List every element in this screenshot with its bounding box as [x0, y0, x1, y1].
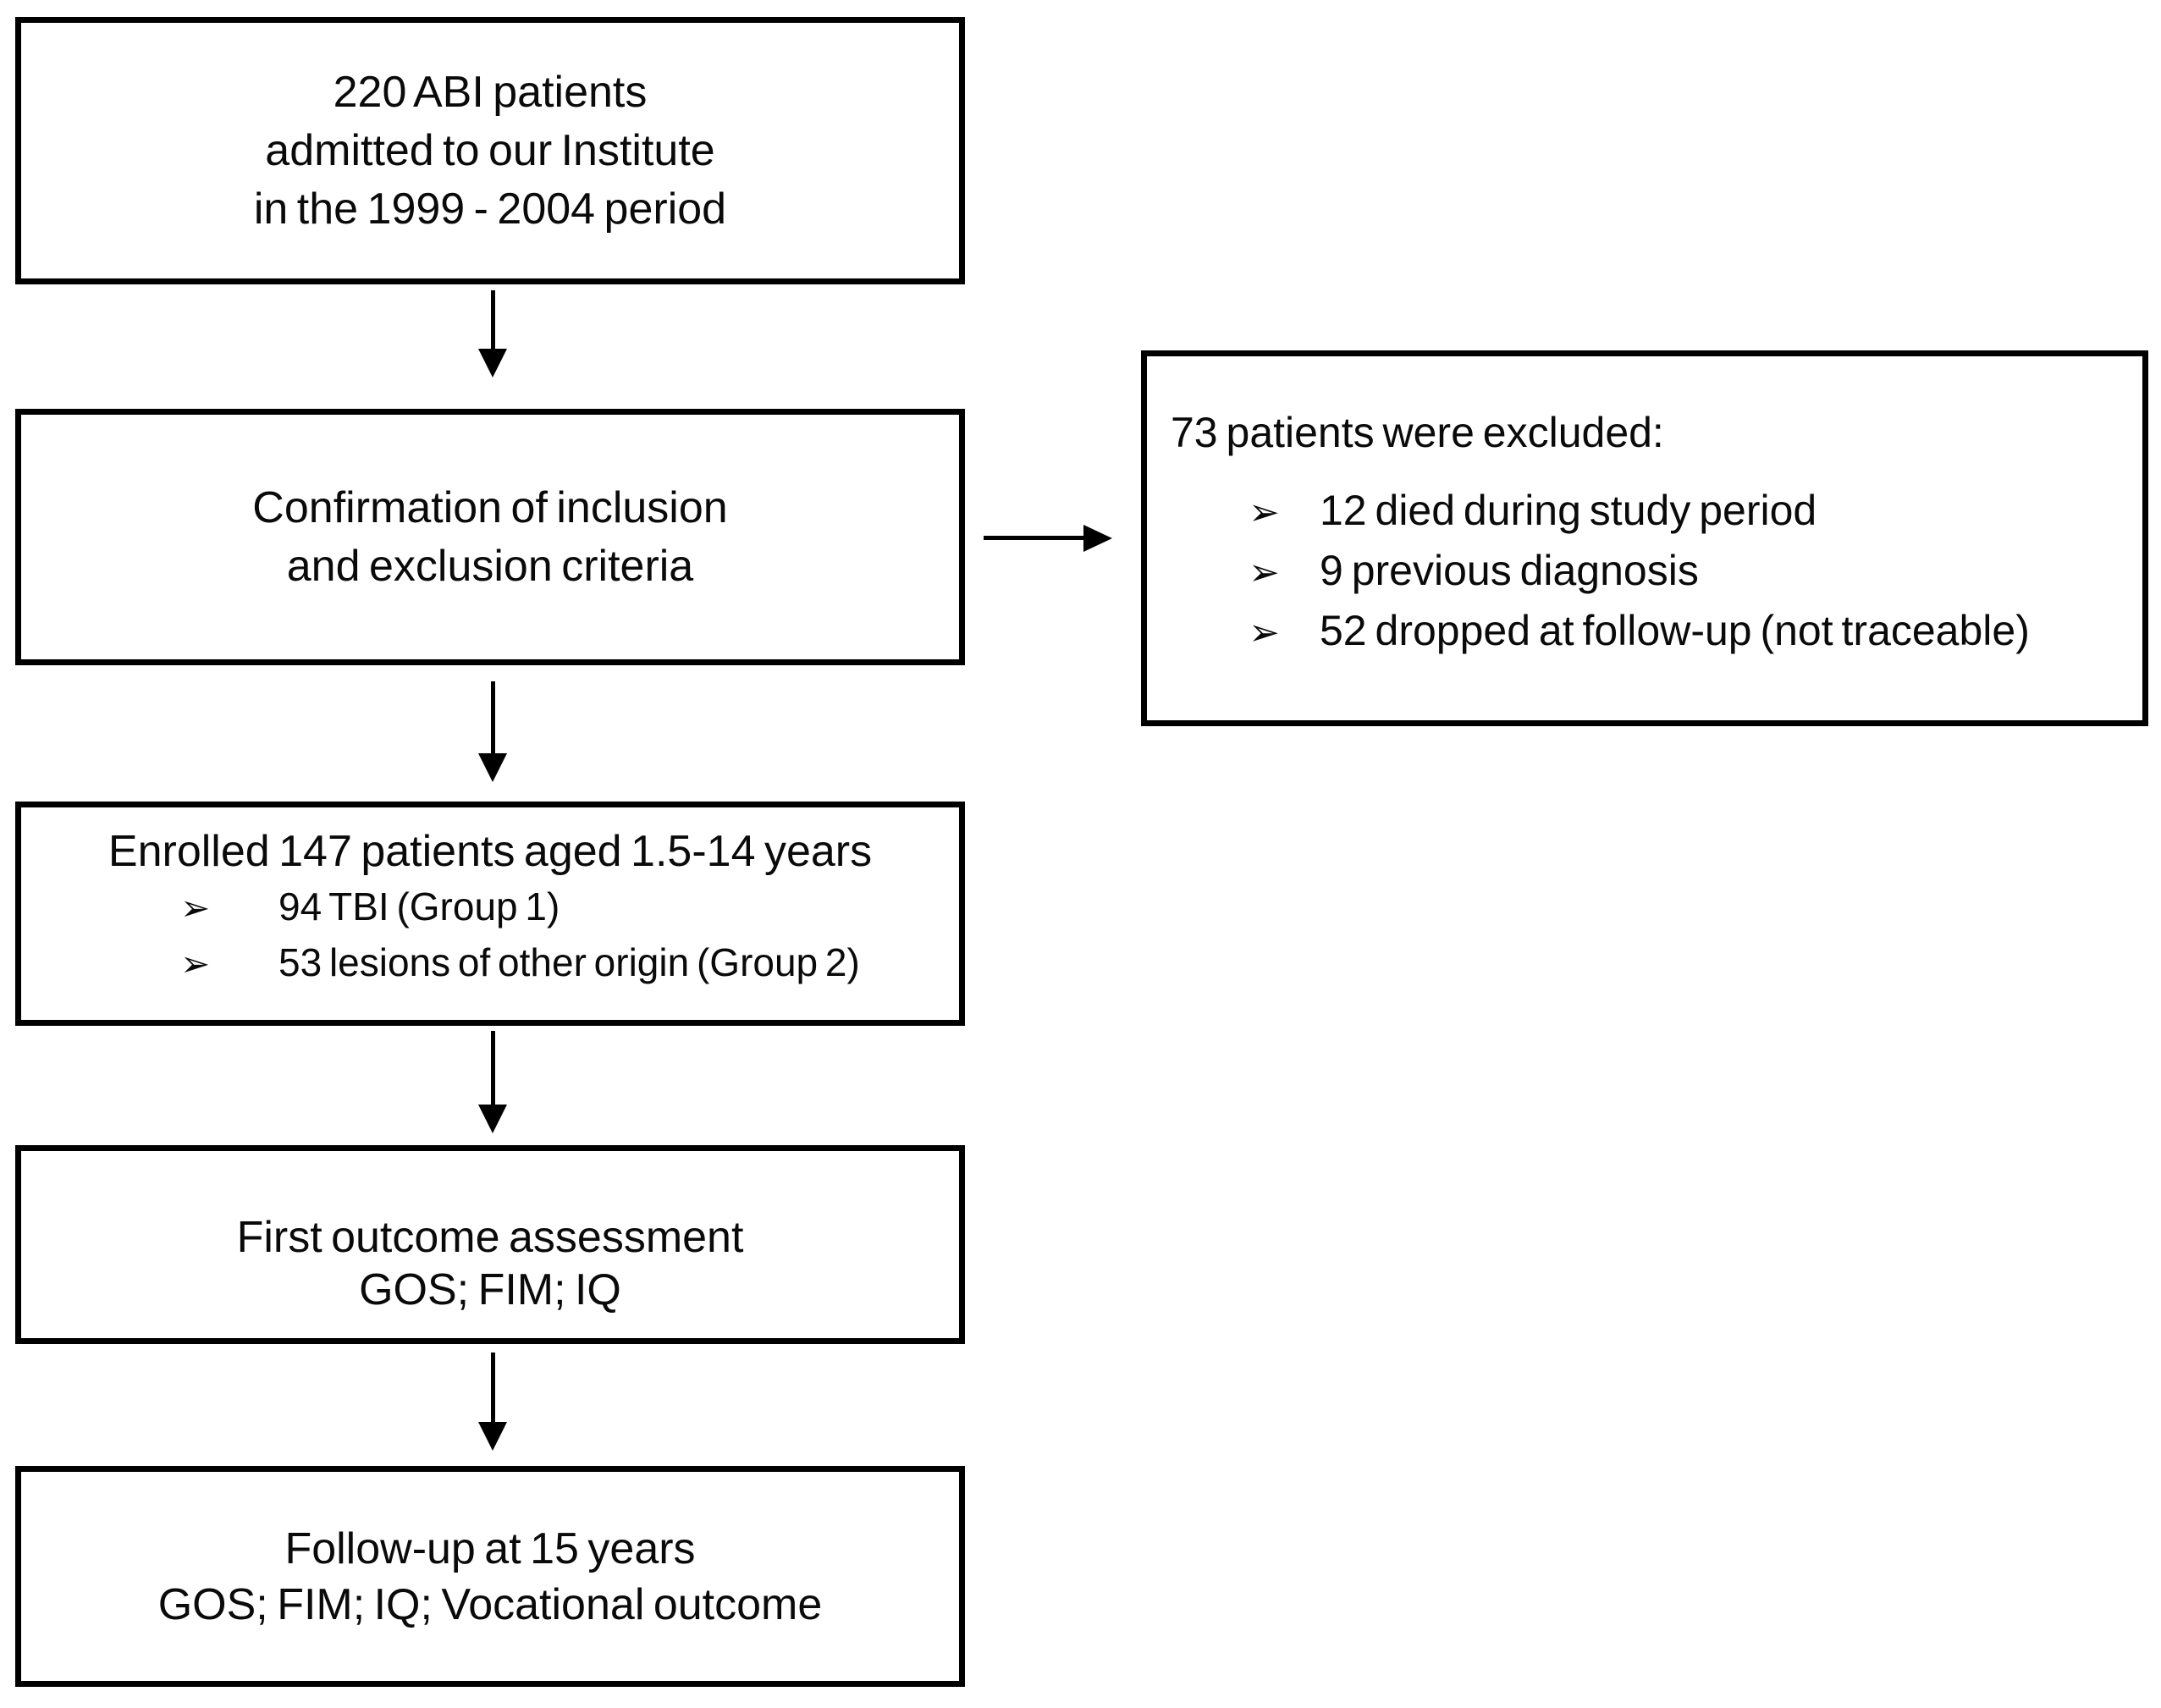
bullet-arrow-icon: ➢	[1249, 552, 1280, 593]
criteria-line-2: and exclusion criteria	[286, 541, 694, 591]
bullet-arrow-icon: ➢	[1249, 612, 1280, 653]
enrolled-item-1: 94 TBI (Group 1)	[278, 884, 560, 928]
excluded-title: 73 patients were excluded:	[1171, 409, 1664, 456]
arrowhead-down-icon	[478, 753, 507, 782]
arrow-first-outcome-to-follow-up-shaft	[491, 1353, 495, 1422]
box-inclusion-exclusion-criteria: Confirmation of inclusion and exclusion …	[15, 409, 965, 665]
enrolled-item-2: 53 lesions of other origin (Group 2)	[278, 940, 860, 984]
enrolled-title: Enrolled 147 patients aged 1.5-14 years	[107, 827, 873, 876]
admitted-line-1: 220 ABI patients	[333, 67, 648, 117]
excluded-item-3: 52 dropped at follow-up (not traceable)	[1320, 607, 2030, 654]
arrow-admitted-to-criteria-shaft	[491, 290, 495, 349]
box-excluded-patients: 73 patients were excluded: ➢ 12 died dur…	[1141, 350, 2148, 726]
criteria-line-1: Confirmation of inclusion	[252, 482, 728, 532]
list-item: ➢ 53 lesions of other origin (Group 2)	[21, 935, 959, 991]
excluded-bullet-list: ➢ 12 died during study period ➢ 9 previo…	[1171, 482, 2125, 662]
excluded-item-2: 9 previous diagnosis	[1320, 547, 1699, 594]
bullet-arrow-icon: ➢	[1249, 492, 1280, 533]
arrowhead-down-icon	[478, 1105, 507, 1133]
list-item: ➢ 94 TBI (Group 1)	[21, 879, 959, 935]
list-item: ➢ 9 previous diagnosis	[1171, 542, 2125, 602]
arrowhead-down-icon	[478, 1422, 507, 1451]
admitted-line-3: in the 1999 - 2004 period	[253, 184, 727, 234]
first-outcome-line-1: First outcome assessment	[236, 1212, 744, 1262]
list-item: ➢ 12 died during study period	[1171, 482, 2125, 542]
first-outcome-line-2: GOS; FIM; IQ	[359, 1264, 621, 1314]
arrowhead-down-icon	[478, 349, 507, 377]
arrow-enrolled-to-first-outcome-shaft	[491, 1031, 495, 1105]
box-enrolled-patients: Enrolled 147 patients aged 1.5-14 years …	[15, 802, 965, 1026]
arrow-criteria-to-excluded-shaft	[984, 536, 1083, 540]
excluded-item-1: 12 died during study period	[1320, 487, 1817, 534]
box-admitted-patients: 220 ABI patients admitted to our Institu…	[15, 17, 965, 284]
bullet-arrow-icon: ➢	[180, 944, 211, 983]
list-item: ➢ 52 dropped at follow-up (not traceable…	[1171, 602, 2125, 662]
follow-up-line-1: Follow-up at 15 years	[284, 1523, 696, 1573]
box-follow-up: Follow-up at 15 years GOS; FIM; IQ; Voca…	[15, 1466, 965, 1687]
arrowhead-right-icon	[1083, 525, 1112, 552]
bullet-arrow-icon: ➢	[180, 888, 211, 928]
admitted-line-2: admitted to our Institute	[265, 125, 715, 175]
arrow-criteria-to-enrolled-shaft	[491, 681, 495, 753]
follow-up-line-2: GOS; FIM; IQ; Vocational outcome	[157, 1579, 823, 1629]
box-first-outcome-assessment: First outcome assessment GOS; FIM; IQ	[15, 1145, 965, 1344]
